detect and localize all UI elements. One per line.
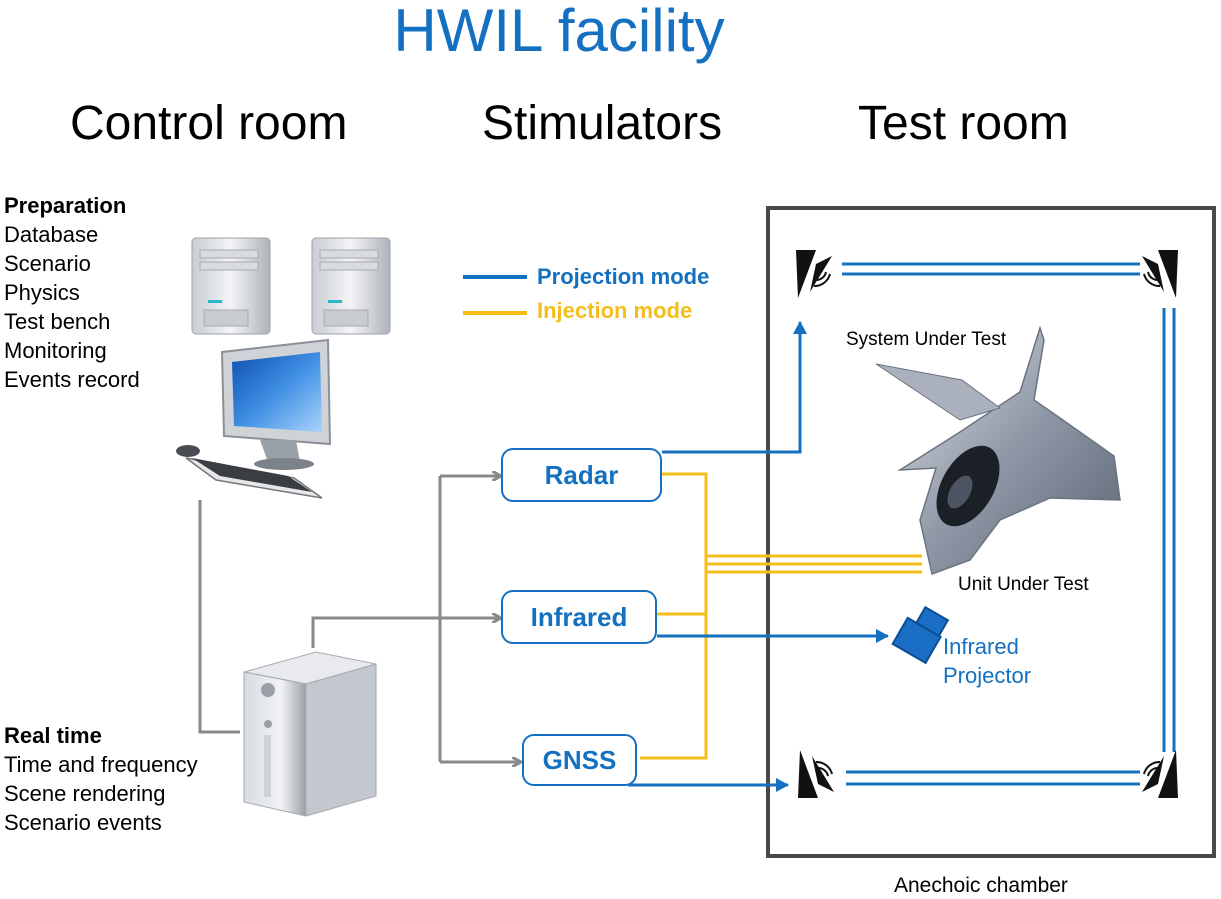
- legend-projection-label: Projection mode: [537, 264, 710, 289]
- server-tower-icon: [191, 237, 271, 335]
- column-header-control-room: Control room: [70, 97, 348, 150]
- antenna-icon: [798, 750, 834, 798]
- infrared-projector-icon: [891, 605, 950, 665]
- infrared-stimulator-box[interactable]: Infrared: [501, 590, 657, 644]
- projector-label-line1: Infrared: [943, 634, 1019, 659]
- realtime-heading: Real time: [4, 723, 102, 748]
- realtime-list: Real time Time and frequency Scene rende…: [4, 721, 198, 837]
- realtime-item: Scene rendering: [4, 781, 166, 806]
- system-under-test-label: System Under Test: [846, 329, 1007, 350]
- control-lines: [198, 476, 520, 762]
- mouse-icon: [176, 445, 200, 457]
- preparation-item: Test bench: [4, 309, 111, 334]
- legend-injection-label: Injection mode: [537, 298, 693, 323]
- fighter-jet-icon: [875, 325, 1121, 576]
- preparation-item: Events record: [4, 367, 140, 392]
- server-tower-icon: [311, 237, 391, 335]
- realtime-item: Scenario events: [4, 810, 162, 835]
- page-title: HWIL facility: [393, 0, 725, 64]
- injection-lines: [640, 472, 922, 760]
- preparation-list: Preparation Database Scenario Physics Te…: [4, 191, 140, 394]
- radar-stimulator-box[interactable]: Radar: [501, 448, 662, 502]
- preparation-item: Physics: [4, 280, 80, 305]
- projection-lines: [628, 262, 1176, 792]
- antenna-icon: [1142, 750, 1178, 798]
- column-header-stimulators: Stimulators: [482, 97, 723, 150]
- desktop-computer-icon: [220, 338, 332, 470]
- infrared-projector-label: Infrared Projector: [943, 632, 1031, 690]
- antenna-icon: [1142, 250, 1178, 298]
- antenna-icon: [796, 250, 832, 298]
- projector-label-line2: Projector: [943, 663, 1032, 688]
- anechoic-chamber-label: Anechoic chamber: [894, 874, 1068, 897]
- preparation-item: Database: [4, 222, 99, 247]
- anechoic-chamber-frame: [766, 206, 1216, 858]
- realtime-item: Time and frequency: [4, 752, 198, 777]
- column-header-test-room: Test room: [858, 97, 1069, 150]
- preparation-heading: Preparation: [4, 193, 127, 218]
- preparation-item: Scenario: [4, 251, 91, 276]
- realtime-server-icon: [243, 651, 377, 817]
- unit-under-test-label: Unit Under Test: [958, 574, 1089, 595]
- keyboard-icon: [185, 457, 323, 499]
- gnss-stimulator-box[interactable]: GNSS: [522, 734, 637, 786]
- preparation-item: Monitoring: [4, 338, 107, 363]
